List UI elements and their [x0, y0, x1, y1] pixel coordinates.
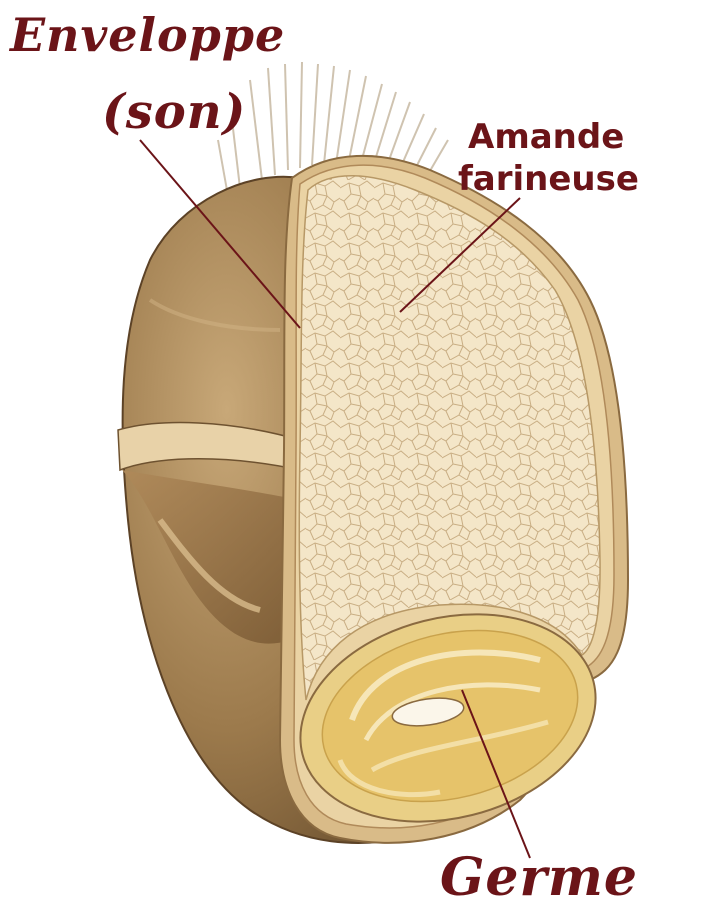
label-amande: Amande [468, 120, 624, 154]
label-germe: Germe [440, 852, 638, 904]
label-farineuse: farineuse [458, 162, 639, 196]
label-son: (son) [102, 88, 246, 136]
label-enveloppe: Enveloppe [10, 12, 285, 58]
